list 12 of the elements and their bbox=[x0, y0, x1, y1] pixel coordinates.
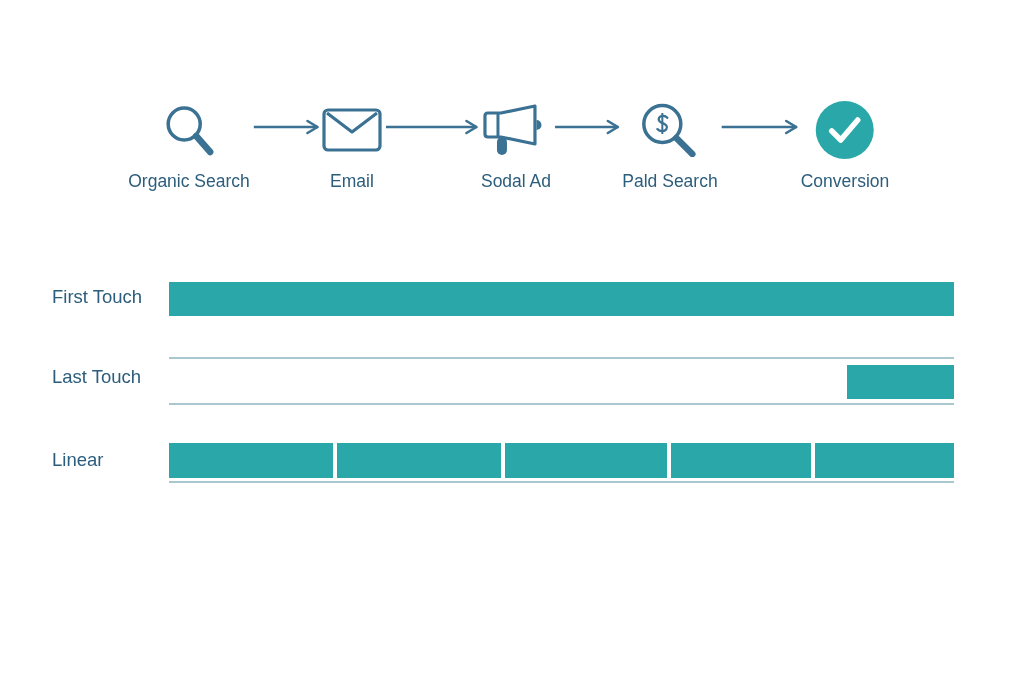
arrow bbox=[721, 119, 798, 135]
touchpoint-label: Pald Search bbox=[622, 171, 718, 191]
touchpoint-label: Organic Search bbox=[128, 171, 250, 191]
row-label: Linear bbox=[52, 449, 104, 471]
touchpoint-label: Sodal Ad bbox=[480, 171, 552, 191]
touchpoint-label: Conversion bbox=[800, 171, 890, 191]
touchpoint-label: Email bbox=[330, 171, 374, 191]
arrow bbox=[386, 119, 478, 135]
row-label: First Touch bbox=[52, 286, 143, 308]
arrow bbox=[253, 119, 319, 135]
row-label: Last Touch bbox=[52, 366, 142, 388]
arrow bbox=[555, 119, 620, 135]
